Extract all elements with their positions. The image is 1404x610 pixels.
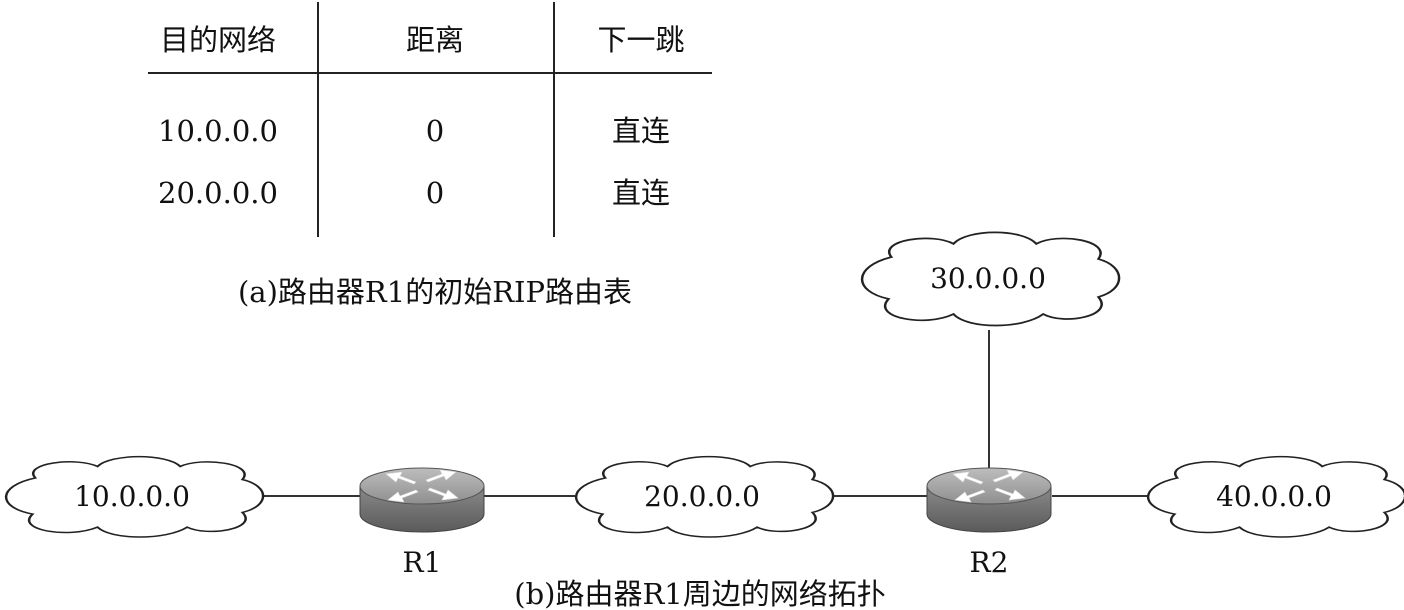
table-header-distance: 距离 xyxy=(406,23,464,57)
router-r2: R2 xyxy=(926,467,1052,579)
table-cell-destination: 20.0.0.0 xyxy=(158,176,278,210)
router-r1: R1 xyxy=(359,467,485,579)
network-label: 40.0.0.0 xyxy=(1216,480,1332,513)
network-cloud-40: 40.0.0.0 xyxy=(1146,455,1404,539)
routing-table: 目的网络 距离 下一跳 10.0.0.0 0 直连 20.0.0.0 0 直连 xyxy=(148,2,712,237)
table-cell-distance: 0 xyxy=(426,176,444,210)
router-icon xyxy=(359,467,485,533)
router-icon xyxy=(926,467,1052,533)
network-label: 30.0.0.0 xyxy=(930,262,1046,295)
network-links xyxy=(258,330,1150,497)
table-header-next-hop: 下一跳 xyxy=(597,23,684,57)
network-label: 10.0.0.0 xyxy=(74,480,190,513)
table-header-destination: 目的网络 xyxy=(160,23,276,57)
network-label: 20.0.0.0 xyxy=(644,480,760,513)
network-cloud-10: 10.0.0.0 xyxy=(4,455,265,539)
table-cell-next-hop: 直连 xyxy=(612,114,670,148)
network-cloud-20: 20.0.0.0 xyxy=(574,455,835,539)
router-label: R2 xyxy=(970,546,1009,579)
caption-routing-table: (a)路由器R1的初始RIP路由表 xyxy=(238,275,632,309)
router-label: R1 xyxy=(403,546,442,579)
table-cell-destination: 10.0.0.0 xyxy=(158,114,278,148)
network-cloud-30: 30.0.0.0 xyxy=(860,231,1121,327)
table-cell-distance: 0 xyxy=(426,114,444,148)
caption-topology: (b)路由器R1周边的网络拓扑 xyxy=(514,577,885,610)
table-cell-next-hop: 直连 xyxy=(612,176,670,210)
